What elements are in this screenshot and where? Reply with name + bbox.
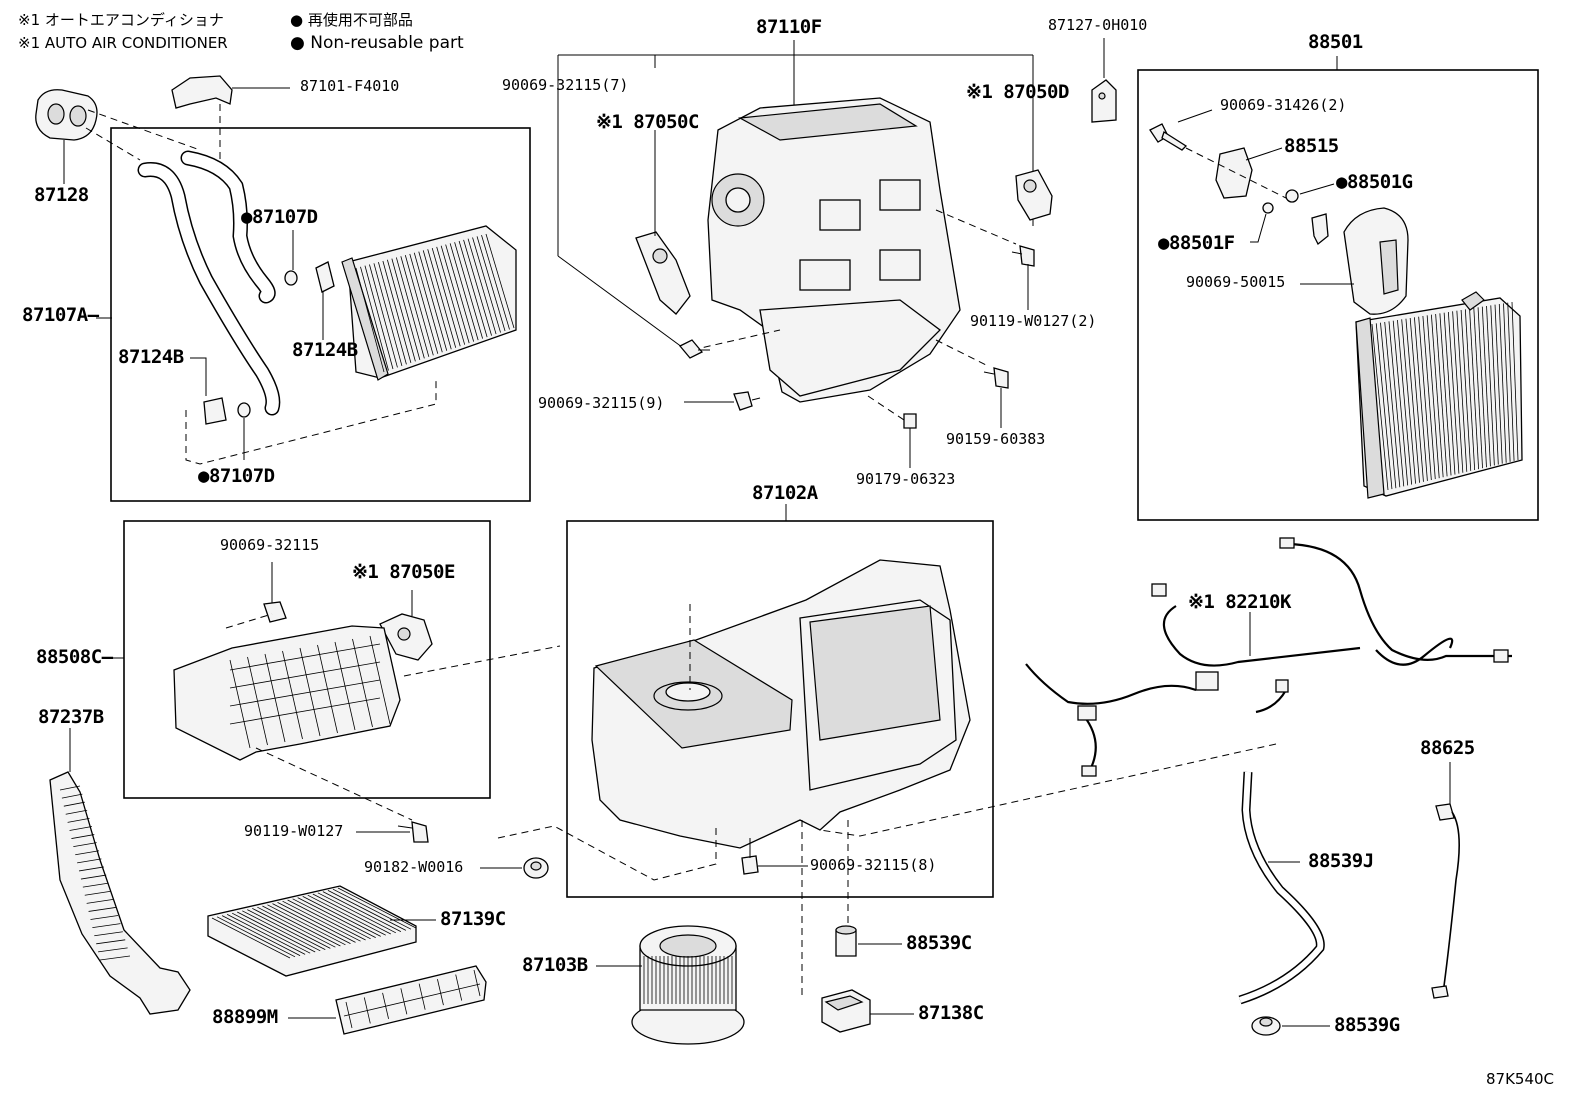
o-ring-87107D-bottom	[237, 402, 251, 418]
heater-unit-87110F	[557, 40, 1034, 403]
label-88515: 88515	[1284, 135, 1339, 157]
clip-87124B-left	[203, 397, 227, 425]
duct-87237B	[49, 771, 191, 1015]
figure-code: 87K540C	[1486, 1070, 1555, 1088]
label-90069-32115-9: 90069-32115(9)	[538, 394, 665, 412]
legend-jp-auto-ac: ※1 オートエアコンディショナ	[18, 11, 224, 29]
label-87124B-right: 87124B	[292, 339, 358, 361]
label-87237B: 87237B	[38, 706, 104, 728]
label-90182-W0016: 90182-W0016	[364, 858, 464, 876]
bracket-87101	[171, 75, 233, 109]
label-87103B: 87103B	[522, 954, 588, 976]
wire-harness-82210K	[1025, 537, 1512, 777]
plate-clip	[1311, 213, 1329, 246]
drain-plug-88539C	[835, 925, 857, 957]
label-90069-50015: 90069-50015	[1186, 273, 1286, 291]
label-87102A: 87102A	[752, 482, 818, 504]
cover-90069-50015	[1343, 207, 1409, 315]
legend-auto-ac: ※1 AUTO AIR CONDITIONER	[18, 34, 228, 52]
filter-cover-88899M	[335, 965, 487, 1035]
o-ring-88501G	[1285, 189, 1299, 203]
label-90119-W0127: 90119-W0127	[244, 822, 344, 840]
drain-grommet-88539G	[1251, 1016, 1281, 1036]
label-88539J: 88539J	[1308, 850, 1374, 872]
label-87050D: ※1 87050D	[966, 81, 1069, 103]
label-88625: 88625	[1420, 737, 1475, 759]
bullet-icon: ●	[290, 11, 304, 29]
heater-core	[341, 225, 517, 381]
label-88501G: ●88501G	[1336, 171, 1413, 193]
heater-core-group-frame	[110, 127, 531, 502]
label-90159-60383: 90159-60383	[946, 430, 1046, 448]
blower-case-87102A	[591, 559, 971, 849]
screw-90119-W0127-2	[1011, 245, 1035, 267]
grommet-87128	[35, 89, 98, 141]
label-88539G: 88539G	[1334, 1014, 1400, 1036]
label-90069-31426-2: 90069-31426(2)	[1220, 96, 1347, 114]
label-87050C: ※1 87050C	[596, 111, 699, 133]
grommet-90182-W0016	[523, 857, 549, 879]
damper-servo-87050C	[635, 231, 691, 315]
clip-87124B-right	[315, 261, 335, 293]
label-87138C: 87138C	[918, 1002, 984, 1024]
label-88899M: 88899M	[212, 1006, 278, 1028]
drain-hose-88539J	[1238, 771, 1325, 1005]
label-90069-32115: 90069-32115	[220, 536, 320, 554]
label-87101-F4010: 87101-F4010	[300, 77, 400, 95]
clip-90179-06323	[903, 413, 917, 429]
expansion-valve-88515	[1215, 147, 1253, 199]
o-ring-88501F	[1262, 202, 1274, 214]
sensor-88625	[1431, 803, 1460, 999]
evaporator-core	[1355, 291, 1523, 499]
label-87107D-bottom: ●87107D	[198, 465, 275, 487]
label-90069-32115-8: 90069-32115(8)	[810, 856, 937, 874]
label-90119-W0127-2: 90119-W0127(2)	[970, 312, 1097, 330]
damper-servo-87050D	[1015, 169, 1053, 221]
evaporator-group-frame	[1137, 69, 1539, 521]
label-87127-0H010: 87127-0H010	[1048, 16, 1148, 34]
screw-90159-60383	[983, 367, 1009, 389]
label-88508C: 88508C—	[36, 646, 113, 668]
screw-90069-32115-7	[678, 339, 710, 359]
air-intake-case-88508C	[173, 625, 401, 761]
screw-90069-32115-9	[733, 391, 761, 411]
label-82210K: ※1 82210K	[1188, 591, 1291, 613]
blower-unit-group-frame	[566, 520, 994, 898]
label-87124B-left: 87124B	[118, 346, 184, 368]
caution-label-87127	[1091, 79, 1117, 123]
legend-non-reusable-row: ● Non-reusable part	[290, 32, 464, 54]
legend-non-reusable: Non-reusable part	[310, 33, 464, 53]
label-87107A: 87107A—	[22, 304, 99, 326]
o-ring-87107D-top	[284, 270, 298, 286]
label-87050E: ※1 87050E	[352, 561, 455, 583]
bolt-90069-32115-8	[741, 838, 759, 875]
bullet-icon: ●	[290, 33, 305, 53]
label-88539C: 88539C	[906, 932, 972, 954]
screw-90119-W0127	[397, 821, 429, 843]
label-90069-32115-7: 90069-32115(7)	[502, 76, 629, 94]
legend-jp-non-reusable-row: ● 再使用不可部品	[290, 9, 413, 31]
heater-hoses-87107A	[137, 150, 281, 416]
screw-90069-32115	[263, 562, 287, 623]
label-88501: 88501	[1308, 31, 1363, 53]
blower-resistor-87138C	[821, 989, 871, 1033]
label-87110F: 87110F	[756, 16, 822, 38]
label-87107D-top: ●87107D	[241, 206, 318, 228]
blower-motor-87103B	[631, 925, 745, 1045]
air-filter-87139C	[207, 885, 417, 977]
label-87139C: 87139C	[440, 908, 506, 930]
label-90179-06323: 90179-06323	[856, 470, 956, 488]
damper-servo-87050E	[379, 613, 433, 661]
label-88501F: ●88501F	[1158, 232, 1235, 254]
bolt-90069-31426	[1149, 123, 1188, 151]
label-87128: 87128	[34, 184, 89, 206]
legend-jp-non-reusable: 再使用不可部品	[307, 11, 413, 29]
